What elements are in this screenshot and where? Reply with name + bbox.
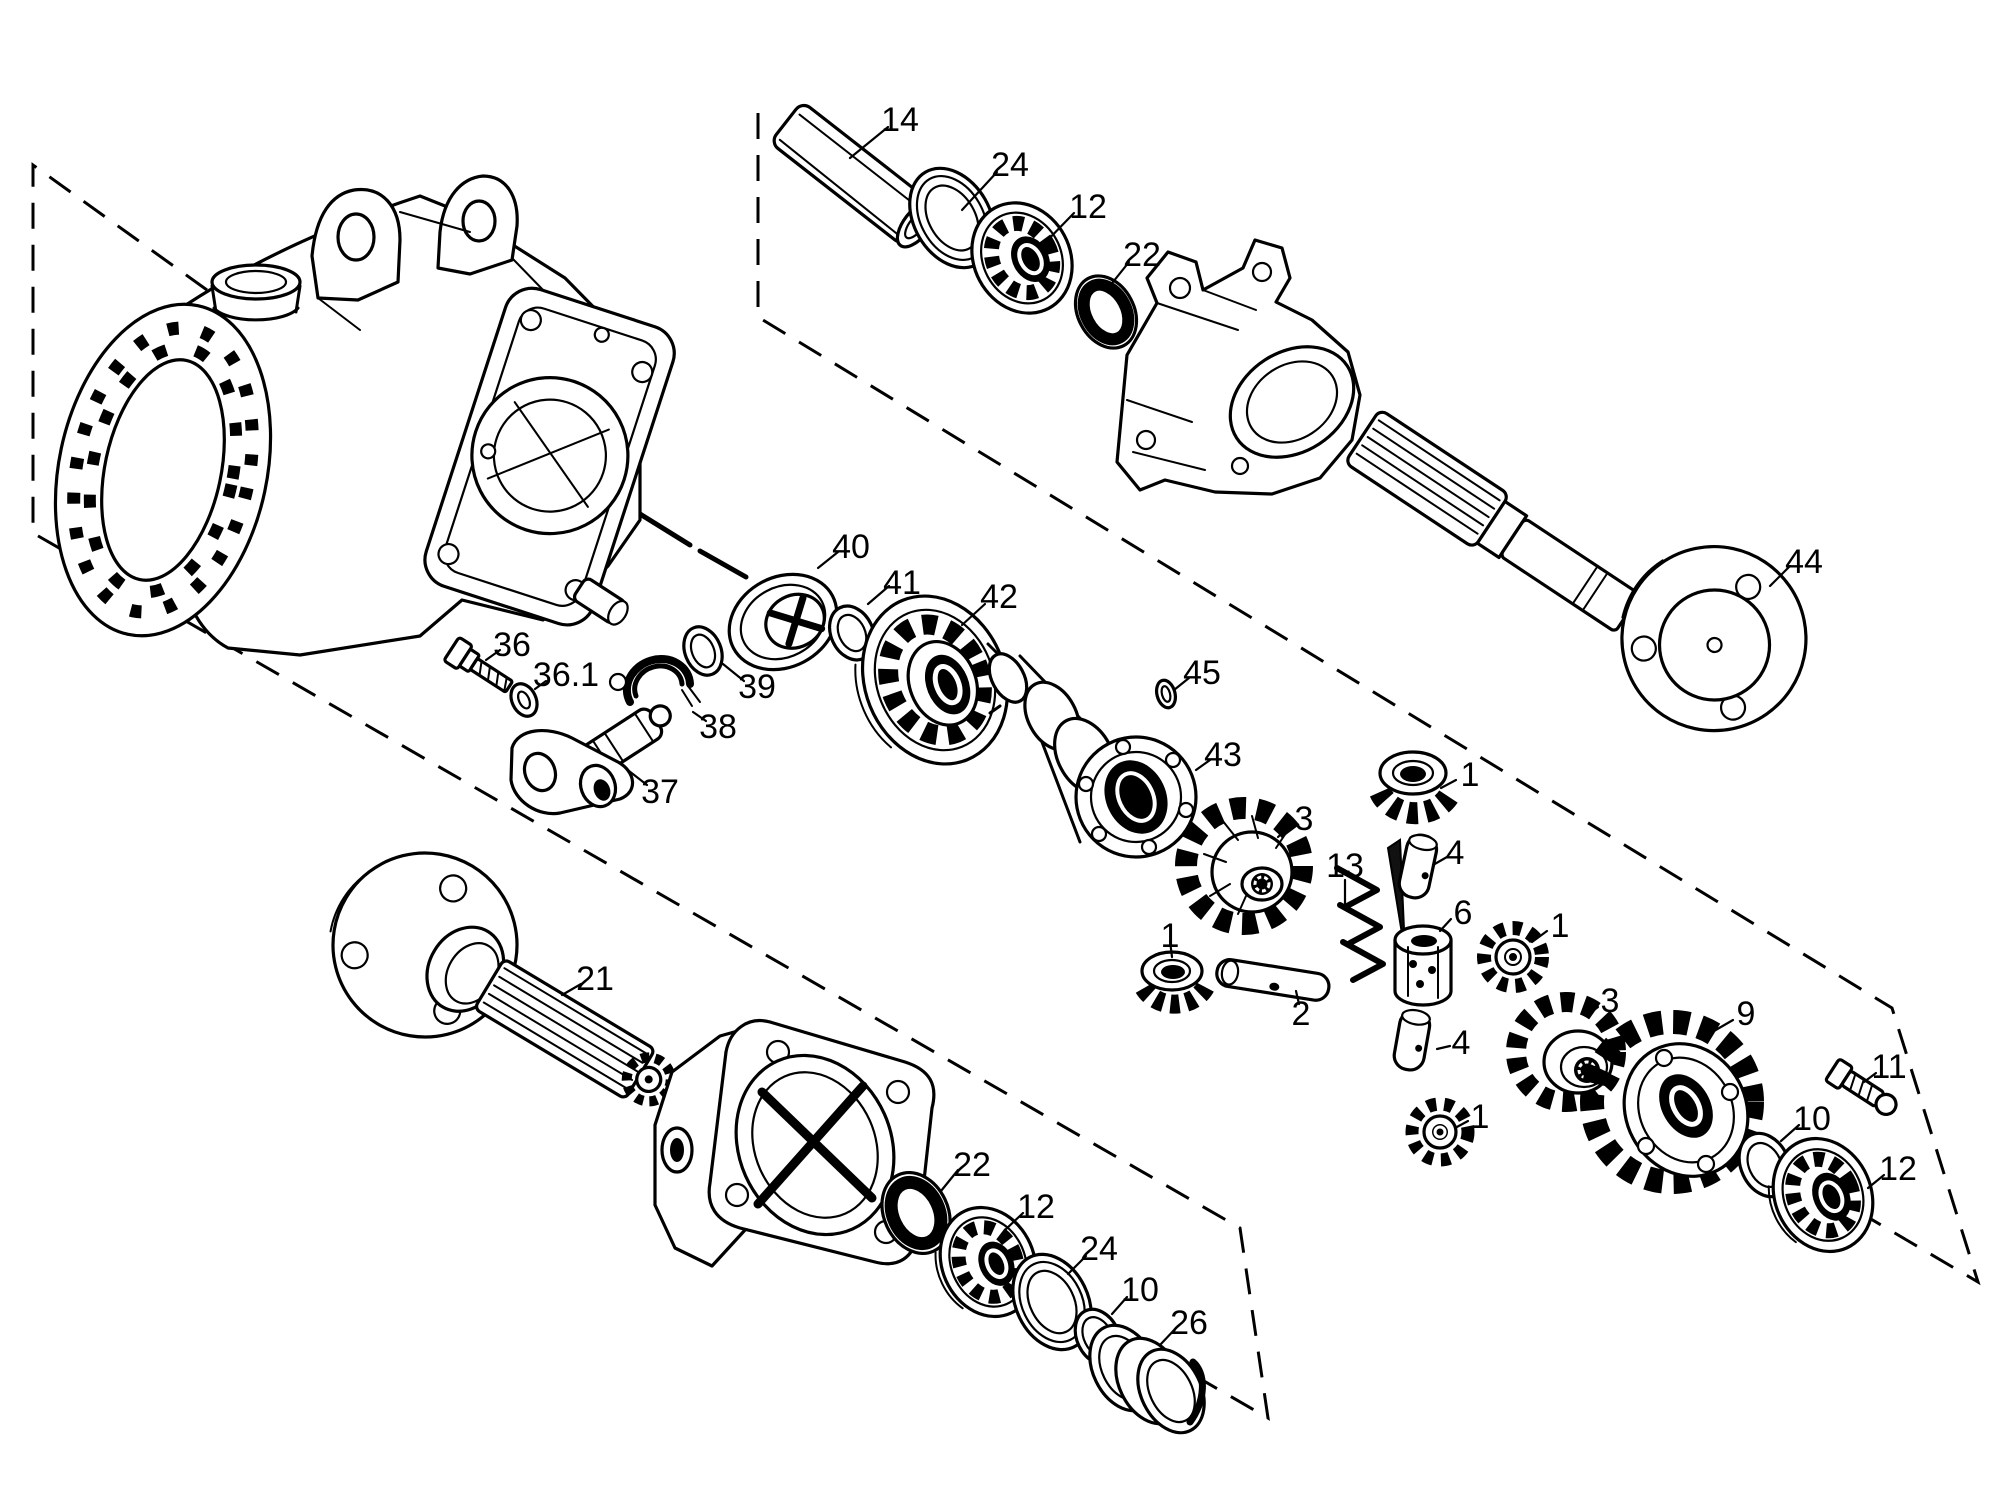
- part-label-11: 11: [1871, 1048, 1906, 1086]
- part-label-39: 39: [738, 668, 776, 706]
- part-38-spring-clip: [608, 655, 701, 707]
- part-11-bolt: [1824, 1058, 1898, 1117]
- housing-filler-boss: [210, 263, 302, 322]
- part-24-seal-ring-top: [908, 166, 996, 270]
- part-label-14: 14: [881, 101, 919, 139]
- part-label-26: 26: [1170, 1304, 1208, 1342]
- part-label-1-bottom: 1: [1471, 1098, 1490, 1136]
- housing-ear-left: [310, 187, 402, 302]
- part-label-1-right: 1: [1551, 907, 1570, 945]
- part-41-ring: [827, 604, 877, 662]
- bearing-retainer-bracket: [1115, 238, 1362, 496]
- part-label-2: 2: [1292, 995, 1311, 1033]
- part-1-bevel-pinion-lower: [1135, 950, 1215, 1014]
- part-2-cross-pin: [1215, 958, 1331, 1002]
- part-36-screw: [443, 636, 514, 694]
- housing-pipe-stub: [572, 577, 629, 626]
- part-label-21: 21: [576, 960, 614, 998]
- part-label-36-1: 36.1: [533, 656, 599, 694]
- part-label-12-top: 12: [1069, 188, 1107, 226]
- part-label-1-upper: 1: [1461, 756, 1480, 794]
- part-label-40: 40: [832, 528, 870, 566]
- part-label-42: 42: [980, 578, 1018, 616]
- part-label-41: 41: [883, 564, 921, 602]
- housing-flange-ring: [53, 302, 273, 638]
- part-12-bearing-bottom: [934, 1205, 1038, 1319]
- part-label-4-upper: 4: [1446, 834, 1465, 872]
- leader-lines: [484, 125, 1886, 1347]
- part-42-ball-bearing: [854, 594, 1010, 766]
- part-3-bevel-side-gear-upper: [1175, 797, 1313, 935]
- part-44-axle-shaft: [1346, 410, 1808, 733]
- part-label-4-lower: 4: [1452, 1024, 1471, 1062]
- part-36-1-washer: [509, 682, 539, 718]
- part-label-6: 6: [1454, 894, 1473, 932]
- part-12-bearing-top: [970, 201, 1074, 315]
- part-label-22-top: 22: [1123, 236, 1161, 274]
- part-label-1-left: 1: [1161, 917, 1180, 955]
- dashed-frame: [31, 113, 1981, 1421]
- part-37-shift-fork: [509, 704, 672, 816]
- part-label-36: 36: [493, 626, 531, 664]
- part-6-spider-block: [1393, 924, 1453, 1007]
- lower-bearing-housing: [653, 1019, 936, 1268]
- callout-labels: 14 24 12 22 44 40 41 42 45 43 3 13 1 4 6…: [493, 101, 1917, 1342]
- part-label-43: 43: [1204, 736, 1242, 774]
- part-label-10-right: 10: [1793, 1100, 1831, 1138]
- part-label-45: 45: [1183, 654, 1221, 692]
- housing-mount-face: [423, 286, 676, 627]
- part-1-star-pinion-right: [1477, 921, 1549, 993]
- housing-ear-right: [436, 174, 519, 276]
- part-label-38: 38: [699, 708, 737, 746]
- part-label-37: 37: [641, 773, 679, 811]
- part-label-13: 13: [1326, 847, 1364, 885]
- part-label-9: 9: [1737, 995, 1756, 1033]
- part-label-10-bottom: 10: [1121, 1271, 1159, 1309]
- part-label-12-bottom: 12: [1017, 1188, 1055, 1226]
- part-label-44: 44: [1785, 543, 1823, 581]
- part-1-star-pinion-bottom: [1405, 1097, 1475, 1167]
- part-label-24-bottom: 24: [1080, 1230, 1118, 1268]
- part-label-3-upper: 3: [1295, 800, 1314, 838]
- part-label-24-top: 24: [991, 146, 1029, 184]
- part-43-differential-carrier: [986, 642, 1198, 859]
- part-24-ring-bottom: [1011, 1252, 1093, 1352]
- part-22-seal-bottom: [880, 1171, 952, 1255]
- part-label-22-bottom: 22: [953, 1146, 991, 1184]
- part-22-seal-top: [1073, 274, 1139, 350]
- part-4-pin-upper: [1397, 833, 1439, 900]
- part-45-small-ring: [1154, 678, 1178, 710]
- part-4-pin-lower: [1392, 1008, 1432, 1072]
- part-12-bearing-right: [1767, 1136, 1875, 1254]
- part-label-3-lower: 3: [1601, 982, 1620, 1020]
- part-39-ring: [682, 625, 724, 677]
- part-1-bevel-pinion-upper: [1369, 750, 1460, 825]
- part-21-axle-shaft: [329, 851, 676, 1107]
- axle-housing: [53, 174, 676, 657]
- part-40-bearing-cap: [727, 572, 839, 672]
- part-9-crown-gear: [1580, 1010, 1764, 1194]
- part-26-boot-rings: [1088, 1323, 1206, 1435]
- part-label-12-right: 12: [1879, 1150, 1917, 1188]
